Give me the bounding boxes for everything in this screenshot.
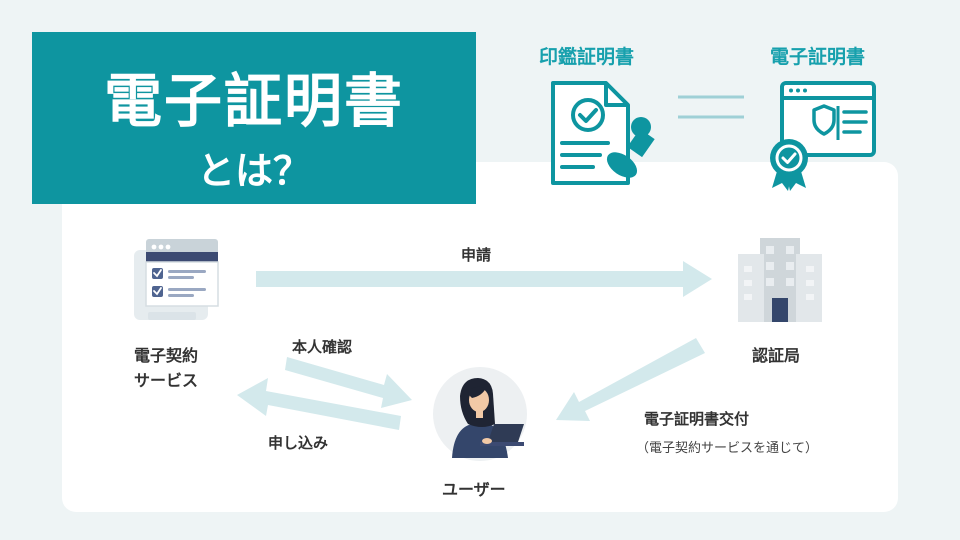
- issue-label: 電子証明書交付: [644, 410, 750, 428]
- apply-label: 申請: [461, 246, 492, 264]
- page-subtitle: とは？: [196, 149, 311, 193]
- seal-certificate-icon: [551, 81, 655, 185]
- apply-arrow: [256, 261, 712, 297]
- equals-icon: [678, 95, 744, 119]
- certificate-authority-building-icon: [738, 238, 822, 322]
- authority-label: 認証局: [752, 346, 801, 365]
- user-avatar-icon: [433, 367, 527, 461]
- seal-certificate-label: 印鑑証明書: [539, 46, 635, 68]
- digital-certificate-label: 電子証明書: [770, 46, 866, 68]
- issue-arrow: [556, 338, 705, 421]
- title-banner: 電子証明書 とは？: [32, 32, 476, 204]
- digital-certificate-icon: [770, 81, 876, 191]
- page-title: 電子証明書: [103, 67, 404, 135]
- signup-arrow: [237, 378, 401, 430]
- service-label-line1: 電子契約: [134, 346, 199, 365]
- identity-label: 本人確認: [292, 338, 353, 356]
- signup-label: 申し込み: [268, 434, 329, 452]
- identity-arrow: [285, 357, 412, 408]
- service-label-line2: サービス: [134, 371, 199, 390]
- issue-note: （電子契約サービスを通じて）: [636, 441, 819, 456]
- contract-service-icon: [134, 239, 219, 320]
- user-label: ユーザー: [442, 480, 506, 499]
